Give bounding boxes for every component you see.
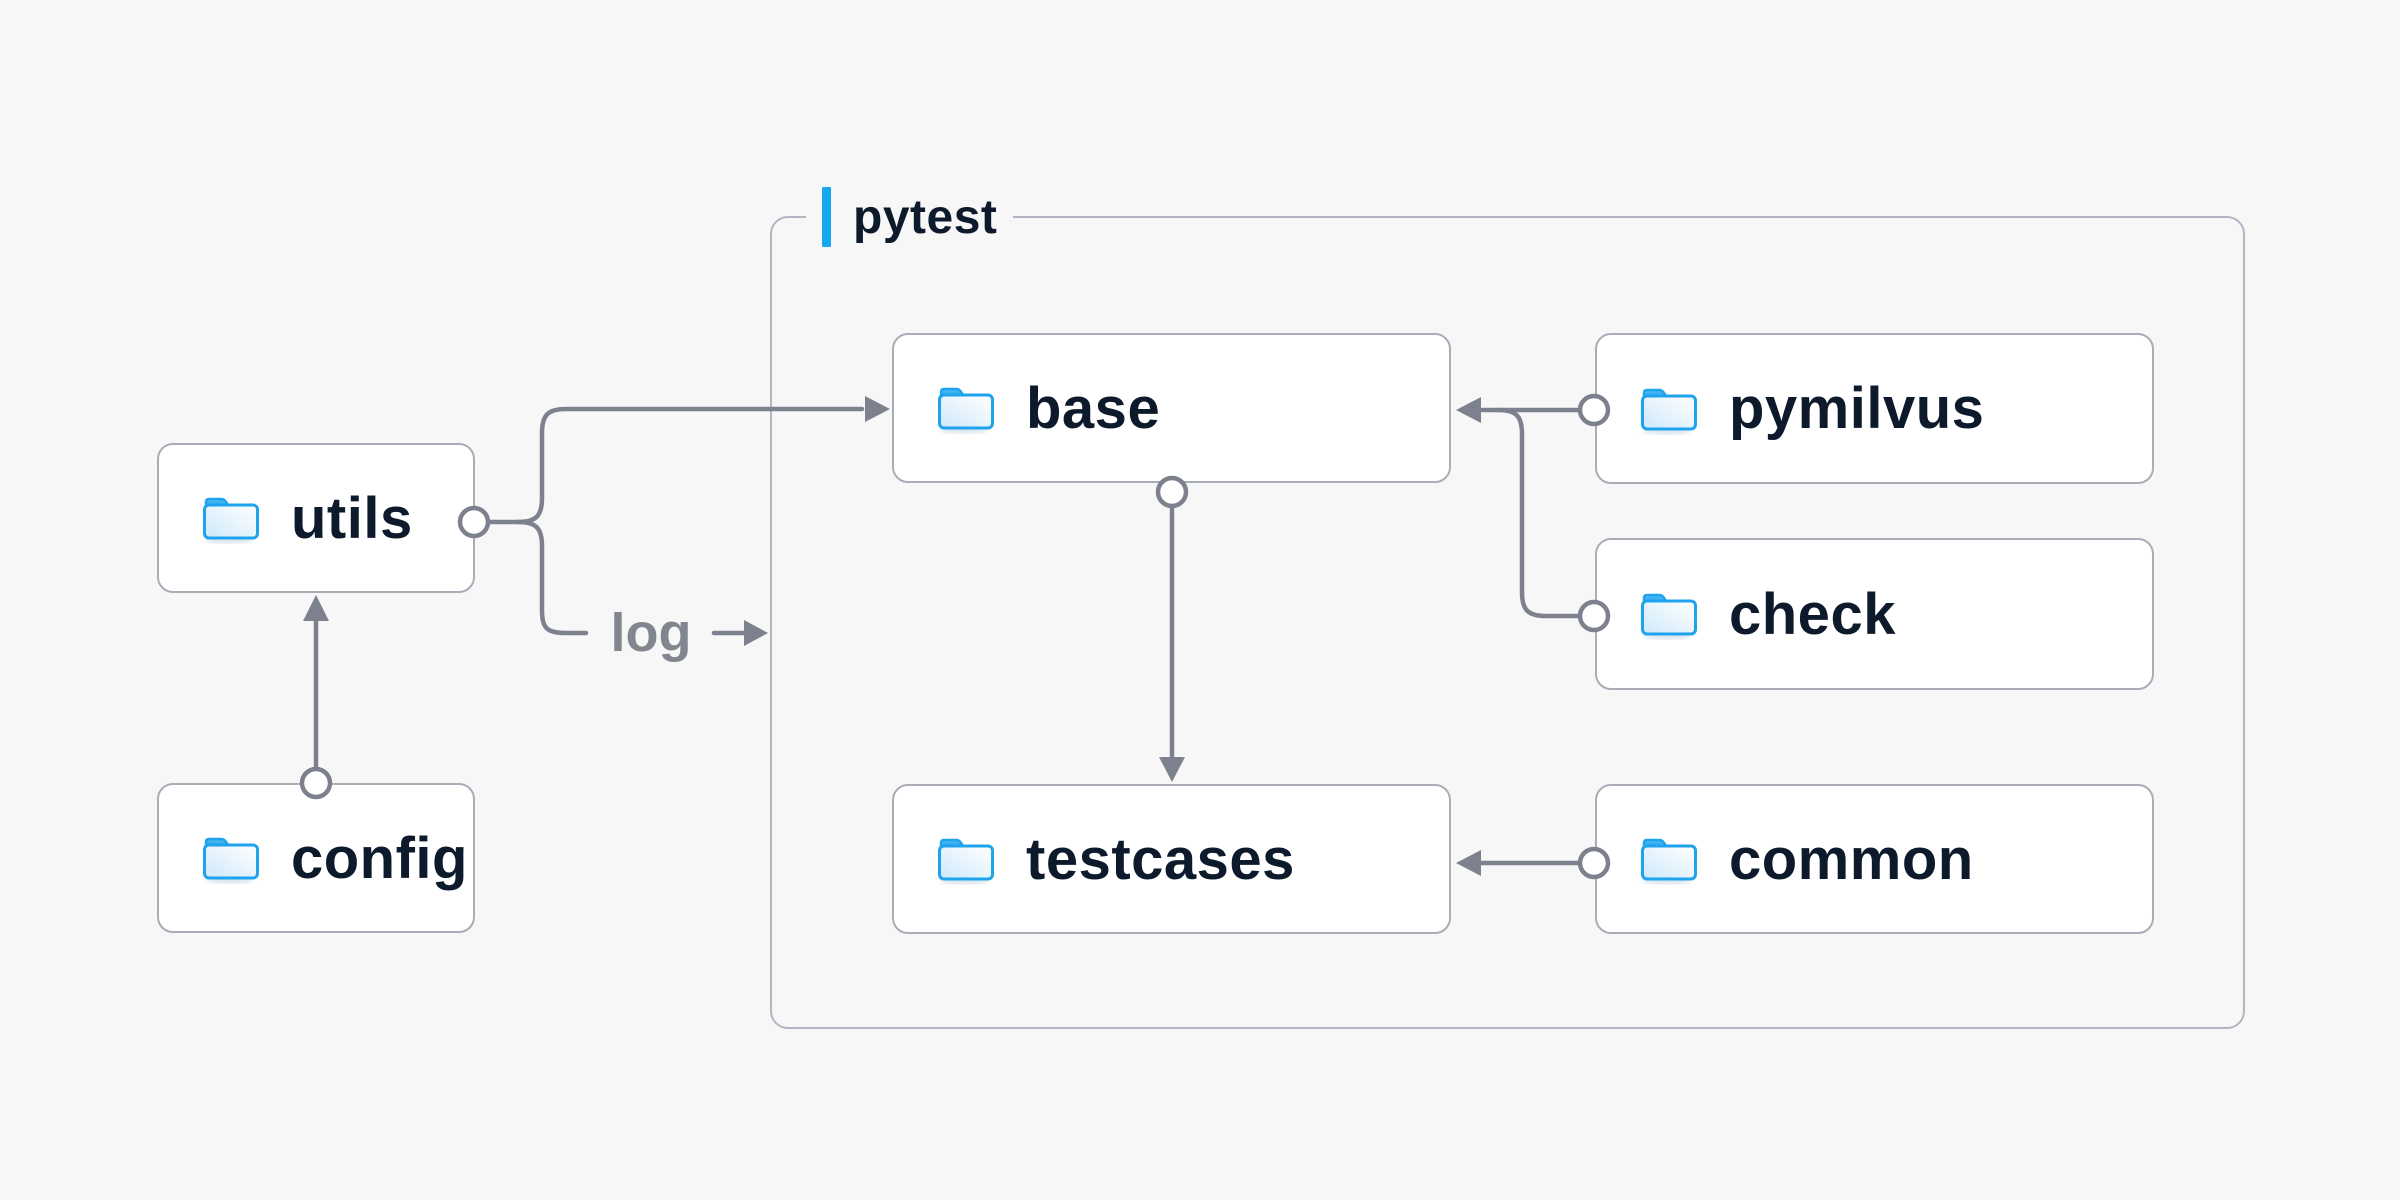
folder-icon [199, 832, 263, 884]
folder-icon [934, 382, 998, 434]
pytest-container-label: pytest [806, 181, 1014, 253]
folder-icon [1637, 833, 1701, 885]
edge-config-utils [299, 595, 333, 800]
folder-icon [1637, 383, 1701, 435]
node-label: utils [291, 485, 413, 551]
folder-icon [1637, 588, 1701, 640]
pytest-container [770, 216, 2245, 1029]
arrowhead-up-icon [303, 595, 329, 621]
folder-icon [199, 492, 263, 544]
node-utils: utils [157, 443, 475, 593]
node-label: pymilvus [1729, 376, 1985, 441]
folder-icon [934, 833, 998, 885]
node-check: check [1595, 538, 2154, 690]
node-config: config [157, 783, 475, 933]
node-label: base [1026, 375, 1161, 441]
accent-bar [822, 187, 831, 247]
node-label: testcases [1026, 826, 1295, 892]
node-label: config [291, 825, 468, 891]
node-label: common [1729, 826, 1974, 892]
container-title: pytest [853, 190, 998, 244]
node-pymilvus: pymilvus [1595, 333, 2154, 484]
arrowhead-right-icon [744, 620, 768, 646]
node-base: base [892, 333, 1451, 483]
node-label: check [1729, 581, 1896, 647]
node-common: common [1595, 784, 2154, 934]
edge-label-log: log [610, 603, 692, 663]
node-testcases: testcases [892, 784, 1451, 934]
